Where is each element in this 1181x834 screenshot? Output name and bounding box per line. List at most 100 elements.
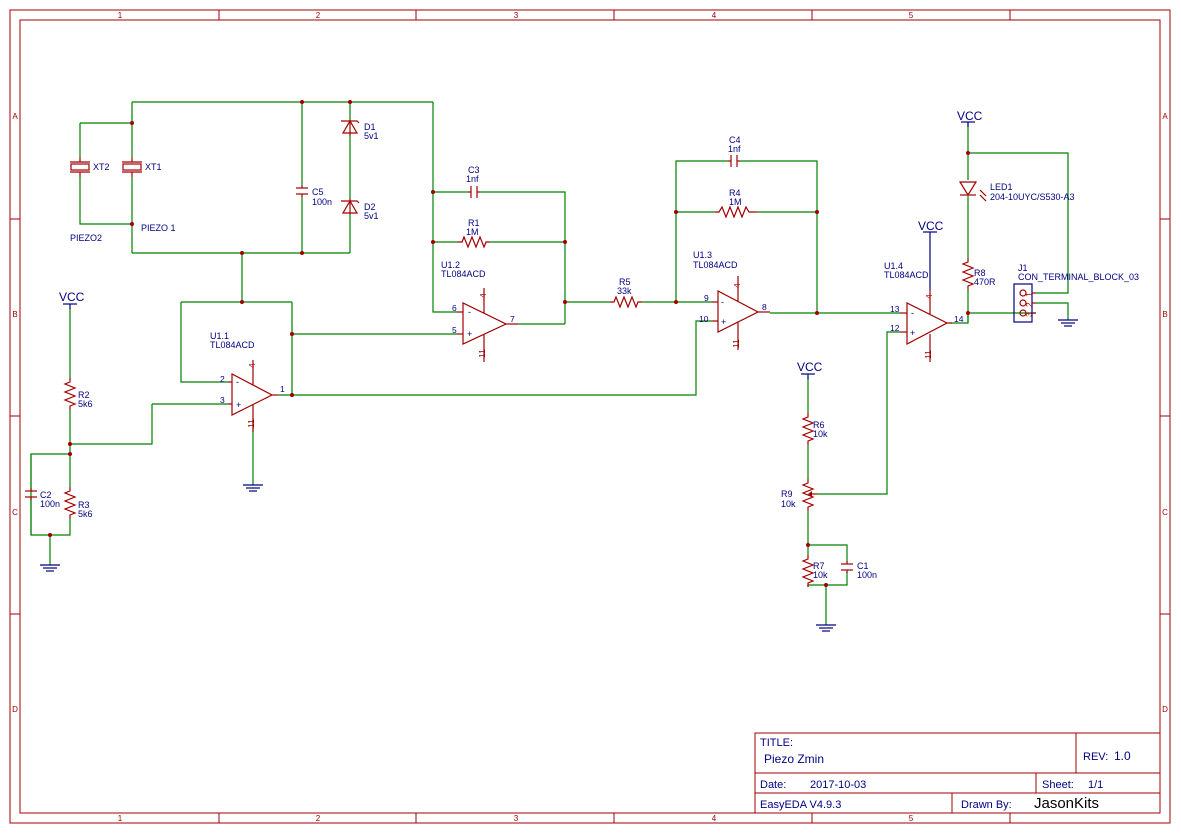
u13-pin-out: 8 xyxy=(762,302,767,312)
crystal-xt1[interactable] xyxy=(122,157,142,177)
c4-value: 1nf xyxy=(728,144,741,154)
row-label: B xyxy=(12,310,17,319)
r6-value: 10k xyxy=(813,429,828,439)
title-label: TITLE: xyxy=(760,737,793,749)
software-version: EasyEDA V4.9.3 xyxy=(760,799,841,811)
capacitor-c3[interactable] xyxy=(468,186,480,198)
u11-pin-vpos: 4 xyxy=(247,363,257,368)
led1-ref: LED1 xyxy=(990,182,1013,192)
vcc-symbol-left xyxy=(63,303,77,309)
c1-value: 100n xyxy=(857,570,877,580)
d1-value: 5v1 xyxy=(364,131,379,141)
sheet-value: 1/1 xyxy=(1088,779,1103,791)
u12-plus: + xyxy=(467,329,472,339)
u14-value: TL084ACD xyxy=(884,270,929,280)
u12-minus: - xyxy=(468,307,471,317)
u12-pin-minus: 6 xyxy=(452,303,457,313)
u12-pin-vpos: 4 xyxy=(478,293,488,298)
date-value: 2017-10-03 xyxy=(810,779,866,791)
c3-value: 1nf xyxy=(466,174,479,184)
r7-value: 10k xyxy=(813,570,828,580)
row-label: D xyxy=(1162,705,1168,714)
ground-symbol xyxy=(816,624,836,632)
frame-column-labels: 1 2 3 4 5 1 2 3 4 5 xyxy=(118,11,914,823)
row-label: D xyxy=(12,705,18,714)
led1-value: 204-10UYC/S530-A3 xyxy=(990,192,1075,202)
u14-pin-plus: 12 xyxy=(890,323,900,333)
u14-plus: + xyxy=(910,328,915,338)
vcc-label-u14: VCC xyxy=(918,219,944,233)
opamp-u1-1[interactable] xyxy=(228,360,278,432)
col-label: 4 xyxy=(712,814,717,823)
capacitor-c2[interactable] xyxy=(25,488,37,500)
u14-ref: U1.4 xyxy=(884,261,903,271)
vcc-label-led: VCC xyxy=(957,109,983,123)
ground-symbol xyxy=(40,564,60,572)
resistor-r6[interactable] xyxy=(801,413,815,445)
crystal-xt2[interactable] xyxy=(70,157,90,177)
xt2-name: PIEZO2 xyxy=(70,233,102,243)
capacitor-c4[interactable] xyxy=(728,155,740,167)
u11-pin-minus: 2 xyxy=(220,374,225,384)
resistor-r4[interactable] xyxy=(715,205,757,219)
resistor-r8[interactable] xyxy=(961,258,975,290)
r9-ref: R9 xyxy=(781,489,793,499)
r5-ref: R5 xyxy=(619,277,631,287)
d1-ref: D1 xyxy=(364,122,376,132)
c1-ref: C1 xyxy=(857,561,869,571)
c3-ref: C3 xyxy=(468,165,480,175)
u13-pin-minus: 9 xyxy=(704,293,709,303)
j1-pin-1: 1 xyxy=(1024,292,1034,297)
col-label: 2 xyxy=(316,11,321,20)
opamp-u1-2[interactable] xyxy=(457,288,518,362)
u12-pin-out: 7 xyxy=(510,314,515,324)
vcc-label-r6: VCC xyxy=(797,360,823,374)
r3-ref: R3 xyxy=(78,500,90,510)
r4-ref: R4 xyxy=(729,188,741,198)
row-label: C xyxy=(1162,508,1168,517)
vcc-symbol-r6 xyxy=(801,373,815,379)
resistor-r1[interactable] xyxy=(458,235,490,249)
resistor-r5[interactable] xyxy=(610,295,642,309)
title-block xyxy=(754,732,1161,814)
date-label: Date: xyxy=(760,779,786,791)
u11-plus: + xyxy=(236,400,241,410)
zener-d2[interactable] xyxy=(341,198,360,214)
u12-ref: U1.2 xyxy=(441,260,460,270)
u11-ref: U1.1 xyxy=(210,331,229,341)
opamp-u1-3[interactable] xyxy=(712,276,770,350)
capacitor-c1[interactable] xyxy=(841,561,853,573)
u12-pin-vneg: 11 xyxy=(477,349,487,358)
opamp-u1-4[interactable] xyxy=(900,290,952,362)
vcc-symbol-u14 xyxy=(923,231,937,290)
led-led1[interactable] xyxy=(958,181,987,202)
c5-value: 100n xyxy=(312,197,332,207)
capacitor-c5[interactable] xyxy=(296,185,308,197)
r5-value: 33k xyxy=(617,286,632,296)
r8-ref: R8 xyxy=(974,268,986,278)
junctions xyxy=(48,100,970,587)
resistor-r2[interactable] xyxy=(63,378,77,410)
u14-pin-minus: 13 xyxy=(890,304,900,314)
u11-pin-vneg: 11 xyxy=(246,419,256,428)
c2-ref: C2 xyxy=(40,490,52,500)
resistor-r7[interactable] xyxy=(801,555,815,587)
xt1-ref: XT1 xyxy=(145,162,162,172)
resistor-r3[interactable] xyxy=(63,487,77,519)
d2-ref: D2 xyxy=(364,202,376,212)
terminal-block-j1[interactable] xyxy=(1013,283,1036,323)
col-label: 4 xyxy=(712,11,717,20)
u11-pin-out: 1 xyxy=(280,384,285,394)
u13-ref: U1.3 xyxy=(693,250,712,260)
sheet-frame xyxy=(9,9,1171,824)
col-label: 3 xyxy=(514,814,519,823)
u12-pin-plus: 5 xyxy=(452,325,457,335)
zener-d1[interactable] xyxy=(341,119,360,136)
col-label: 1 xyxy=(118,814,123,823)
wires xyxy=(30,101,1069,625)
potentiometer-r9[interactable] xyxy=(801,479,817,511)
j1-value: CON_TERMINAL_BLOCK_03 xyxy=(1018,272,1139,282)
r2-ref: R2 xyxy=(78,390,90,400)
sheet-label: Sheet: xyxy=(1042,779,1074,791)
